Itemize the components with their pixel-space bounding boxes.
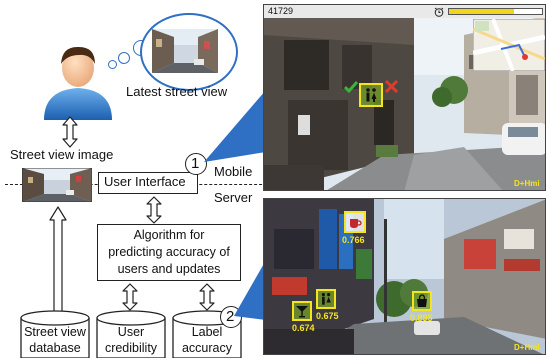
- user-credibility-line-1: User: [117, 325, 145, 339]
- server-label: Server: [214, 190, 253, 205]
- street-view-image-label: Street view image: [10, 147, 114, 162]
- cross-icon[interactable]: [385, 80, 398, 93]
- algorithm-line-1: Algorithm for: [133, 228, 205, 242]
- algorithm-line-2: predicting accuracy of: [108, 245, 230, 259]
- user-interface-box: [98, 172, 198, 194]
- mobile-label: Mobile: [214, 164, 253, 179]
- mini-map[interactable]: [473, 19, 545, 71]
- street-view-database-line-2: database: [29, 341, 81, 355]
- score-label-2: 0.675: [316, 311, 339, 321]
- cafe-icon: [350, 219, 362, 228]
- restroom-icon-2: [321, 293, 331, 305]
- score-label-1: 0.766: [342, 235, 365, 245]
- score-label-4: 0.895: [410, 313, 433, 323]
- cocktail-icon: [296, 306, 308, 318]
- server-street-scene: [264, 199, 545, 354]
- user-credibility-database-icon: [96, 310, 166, 358]
- score-text: 41729: [268, 6, 294, 16]
- arrow-ui-to-algorithm: [146, 196, 162, 224]
- progress-fill: [449, 9, 515, 14]
- shop-icon: [417, 294, 427, 307]
- watermark-1: D+Hmi: [514, 179, 540, 188]
- step-1-marker: [185, 153, 207, 175]
- user-interface-label: User Interface: [104, 174, 186, 189]
- step-2-number: 2: [226, 308, 235, 325]
- progress-track: [448, 8, 543, 15]
- score-label-3: 0.674: [292, 323, 315, 333]
- label-marker-2[interactable]: [316, 289, 336, 309]
- label-accuracy-line-2: accuracy: [181, 341, 233, 355]
- thought-bubble-medium: [118, 52, 130, 64]
- alarm-clock-icon: [434, 7, 444, 17]
- callout-1: [204, 90, 266, 162]
- algorithm-line-3: users and updates: [117, 262, 221, 276]
- step-1-number: 1: [191, 155, 200, 172]
- arrow-algorithm-to-credibility: [122, 283, 138, 311]
- watermark-2: D+Hmi: [514, 343, 540, 352]
- mobile-screenshot: 41729 D+Hmi: [263, 4, 546, 191]
- arrow-user-to-image: [62, 116, 78, 148]
- restroom-label-marker[interactable]: [359, 83, 383, 107]
- server-screenshot: 0.766 0.675 0.674 0.895 D+Hmi: [263, 198, 546, 355]
- thought-bubble-small: [108, 60, 117, 69]
- user-avatar-icon: [44, 46, 112, 120]
- callout-2: [234, 260, 266, 320]
- street-view-database-icon: [20, 310, 90, 358]
- street-view-thumbnail: [22, 168, 92, 202]
- restroom-icon: [366, 88, 377, 102]
- arrow-db-to-image: [49, 206, 67, 314]
- check-icon[interactable]: [344, 80, 358, 94]
- latest-street-view-label: Latest street view: [126, 84, 228, 99]
- arrow-algorithm-to-accuracy: [199, 283, 215, 311]
- step-2-marker: [220, 306, 242, 328]
- latest-street-view-image: [152, 29, 218, 73]
- algorithm-box: [97, 224, 241, 281]
- street-view-database-line-1: Street view: [24, 325, 86, 339]
- label-accuracy-line-1: Label: [191, 325, 223, 339]
- user-credibility-line-2: credibility: [104, 341, 158, 355]
